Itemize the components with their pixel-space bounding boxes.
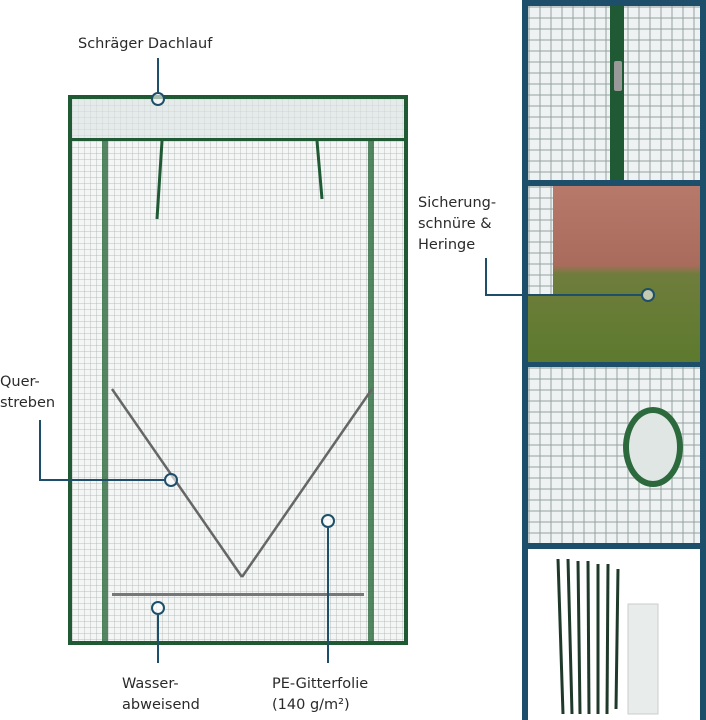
label-line: Heringe — [418, 237, 476, 253]
label-ropes: Sicherung- schnüre & Heringe — [418, 193, 496, 256]
marker-film — [321, 514, 335, 528]
label-line: PE-Gitterfolie — [272, 676, 369, 692]
label-line: streben — [0, 395, 56, 411]
label-struts: Quer- streben — [0, 372, 55, 414]
label-roof: Schräger Dachlauf — [78, 36, 213, 52]
marker-water — [151, 601, 165, 615]
greenhouse-roof — [72, 99, 404, 141]
label-line: Sicherung- — [418, 195, 497, 211]
label-film: PE-Gitterfolie (140 g/m²) — [272, 674, 368, 716]
detail-peg-photo — [528, 186, 700, 362]
label-line: (140 g/m²) — [272, 697, 350, 713]
label-line: Wasser- — [122, 676, 179, 692]
cross-struts — [110, 140, 374, 578]
greenhouse-image — [68, 95, 408, 645]
detail-parts-photo — [528, 549, 700, 720]
label-line: abweisend — [122, 697, 200, 713]
detail-column — [522, 0, 706, 720]
label-water: Wasser- abweisend — [122, 674, 200, 716]
detail-rollup-photo — [528, 367, 700, 543]
greenhouse-pole — [102, 141, 108, 641]
marker-struts — [164, 473, 178, 487]
marker-ropes — [641, 288, 655, 302]
detail-zipper-photo — [528, 6, 700, 180]
label-line: schnüre & — [418, 216, 492, 232]
label-line: Quer- — [0, 374, 40, 390]
zipper-icon — [614, 61, 622, 91]
marker-roof — [151, 92, 165, 106]
greenhouse-base — [112, 593, 364, 596]
parts-kit — [556, 558, 659, 715]
